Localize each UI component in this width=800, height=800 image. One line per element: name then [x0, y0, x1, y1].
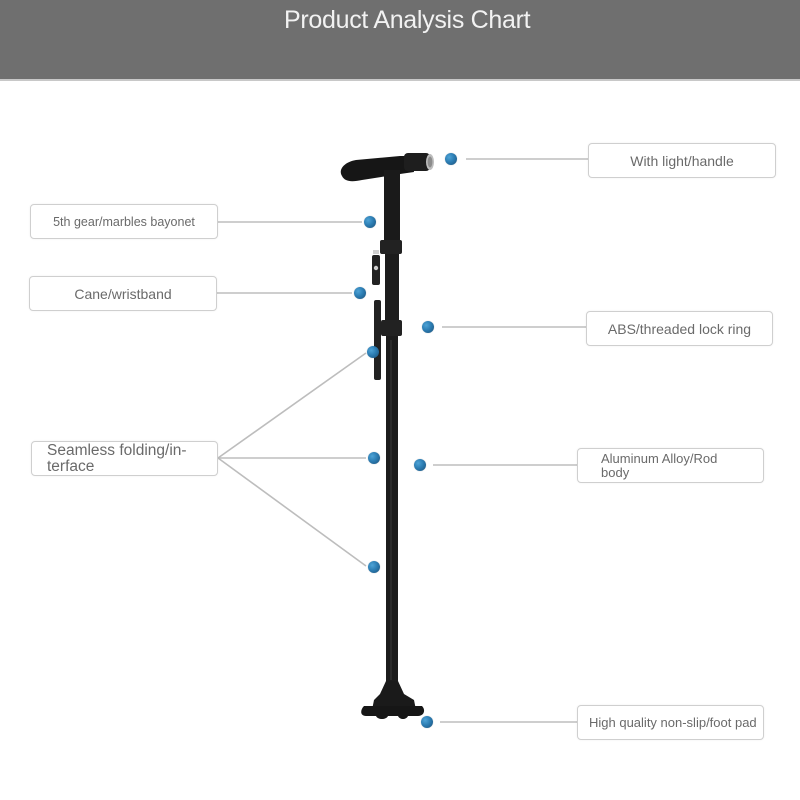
marker-aluminum-rod[interactable]	[414, 459, 426, 471]
callout-seamless-folding: Seamless folding/in-terface	[31, 441, 218, 476]
marker-seamless-bottom[interactable]	[368, 561, 380, 573]
callout-cane-wristband: Cane/wristband	[29, 276, 217, 311]
callout-label: High quality non-slip/foot pad	[589, 714, 757, 730]
callout-label: Seamless folding/in-terface	[47, 441, 187, 475]
callout-label: With light/handle	[630, 152, 734, 169]
callout-aluminum-rod: Aluminum Alloy/Rod body	[577, 448, 764, 483]
page-title: Product Analysis Chart	[284, 6, 531, 34]
callout-label: Aluminum Alloy/Rod body	[601, 450, 718, 480]
callout-foot-pad: High quality non-slip/foot pad	[577, 705, 764, 740]
callout-light-handle: With light/handle	[588, 143, 776, 178]
marker-lock-ring[interactable]	[422, 321, 434, 333]
marker-seamless-mid[interactable]	[368, 452, 380, 464]
marker-foot-pad[interactable]	[421, 716, 433, 728]
leader-line-seamless-top	[217, 352, 367, 459]
marker-seamless-top[interactable]	[367, 346, 379, 358]
callout-gear-bayonet: 5th gear/marbles bayonet	[30, 204, 218, 239]
callout-lock-ring: ABS/threaded lock ring	[586, 311, 773, 346]
header-bar: Product Analysis Chart	[0, 0, 800, 81]
callout-label: ABS/threaded lock ring	[607, 320, 752, 337]
marker-gear-bayonet[interactable]	[364, 216, 376, 228]
callout-label: Cane/wristband	[74, 285, 172, 302]
cane-illustration	[340, 153, 434, 719]
callout-label: 5th gear/marbles bayonet	[53, 214, 195, 229]
leader-line-seamless-bottom	[217, 457, 367, 567]
marker-cane-wristband[interactable]	[354, 287, 366, 299]
marker-light-handle[interactable]	[445, 153, 457, 165]
leader-lines	[216, 158, 588, 723]
